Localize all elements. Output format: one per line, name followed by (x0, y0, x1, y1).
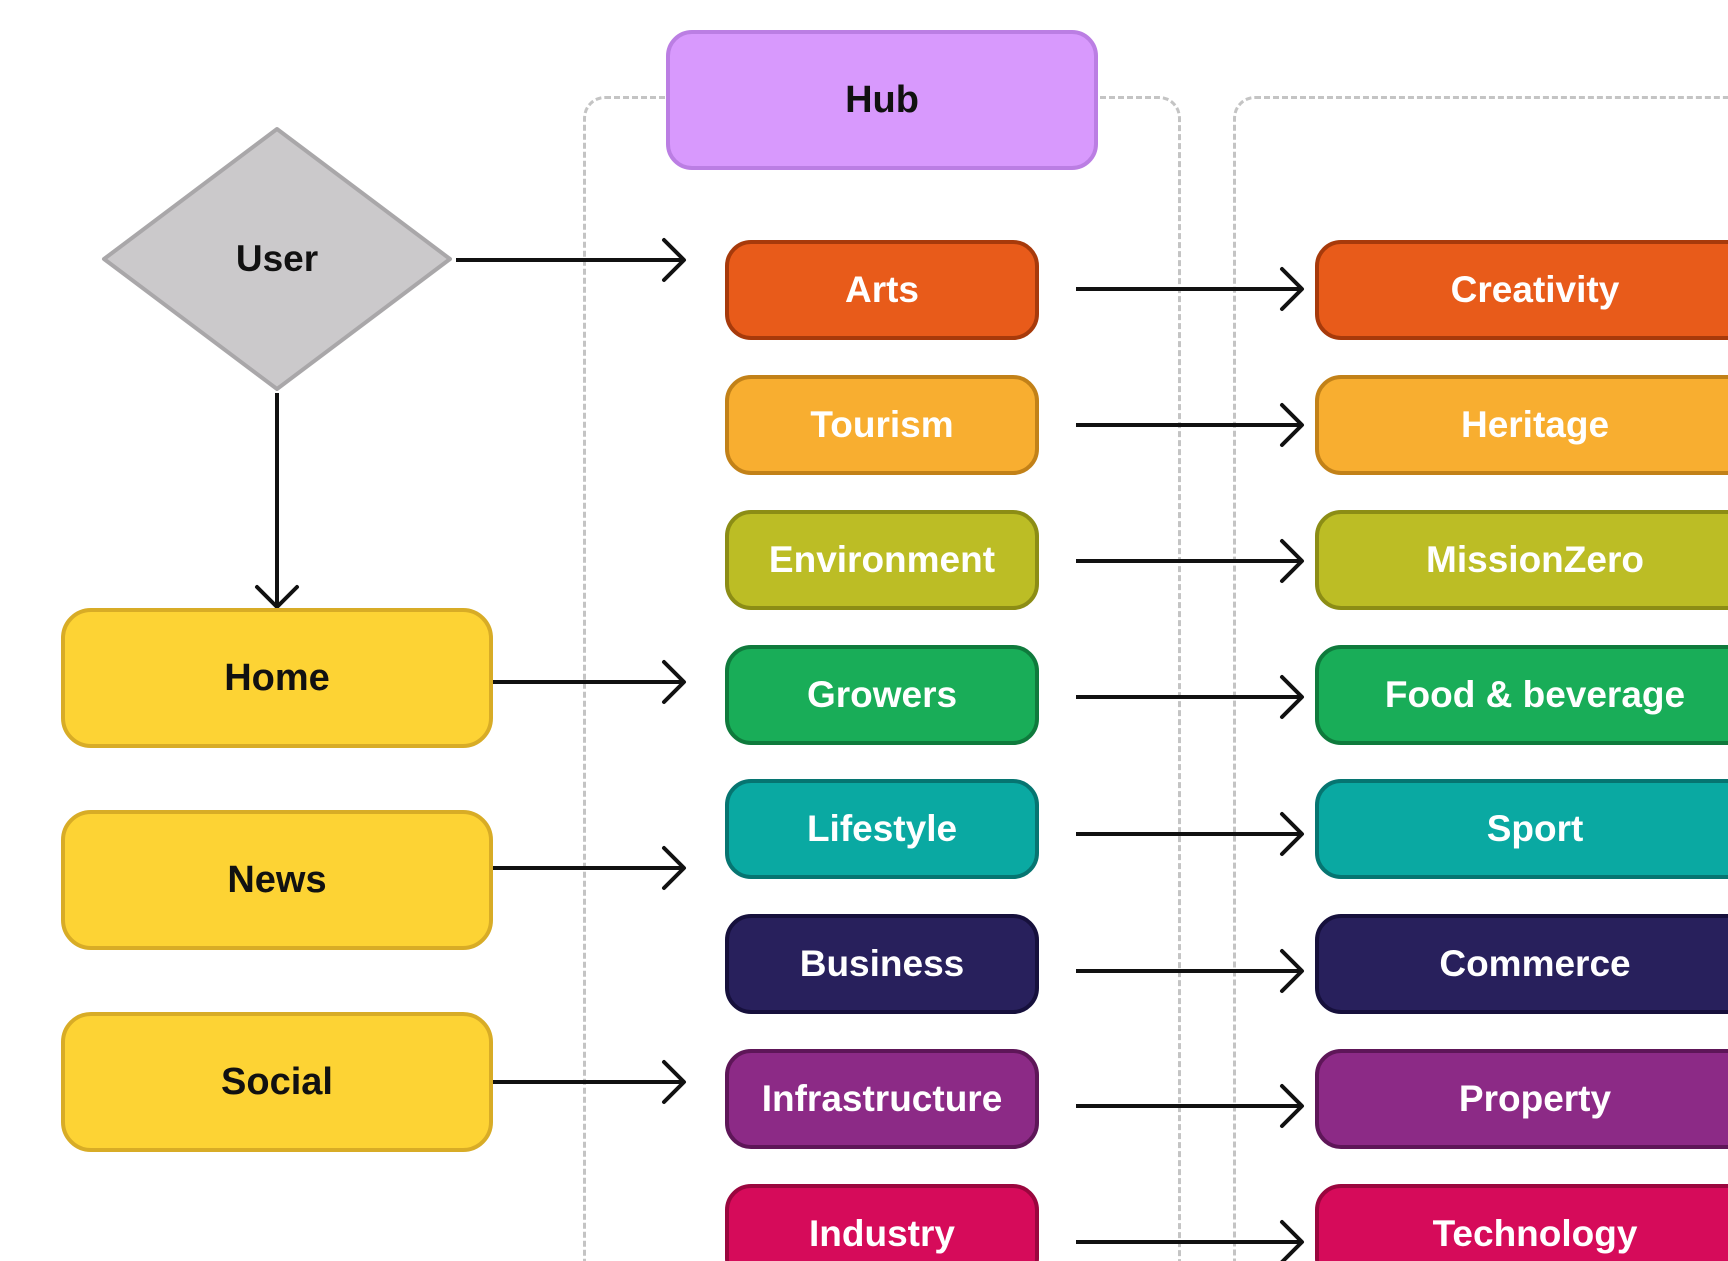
home-label: Home (224, 656, 330, 699)
topic-node-property: Property (1315, 1049, 1728, 1149)
edge-category-to-topic-4-arrowhead (1280, 812, 1304, 856)
edge-category-to-topic-3-arrowhead (1280, 675, 1304, 719)
topic-node-missionzero: MissionZero (1315, 510, 1728, 610)
topic-label: Food & beverage (1384, 674, 1686, 715)
topic-node-creativity: Creativity (1315, 240, 1728, 340)
topic-node-technology: Technology (1315, 1184, 1728, 1261)
category-node-tourism: Tourism (725, 375, 1039, 475)
edge-category-to-topic-6-arrowhead (1280, 1084, 1304, 1128)
edge-home-to-hub-arrowhead (662, 660, 686, 704)
news-label: News (227, 858, 327, 901)
category-label: Growers (806, 674, 958, 715)
category-label: Environment (768, 539, 996, 580)
category-node-environment: Environment (725, 510, 1039, 610)
topic-node-sport: Sport (1315, 779, 1728, 879)
category-label: Infrastructure (761, 1078, 1003, 1119)
edge-category-to-topic-2-arrowhead (1280, 539, 1304, 583)
category-label: Arts (844, 269, 920, 310)
topic-label: Commerce (1439, 943, 1631, 984)
hub-label: Hub (845, 78, 919, 121)
topic-label: Technology (1432, 1213, 1638, 1254)
news-node: News (61, 810, 493, 950)
category-node-growers: Growers (725, 645, 1039, 745)
topic-label: Sport (1486, 808, 1584, 849)
edge-category-to-topic-1-arrowhead (1280, 403, 1304, 447)
topic-label: Property (1458, 1078, 1612, 1119)
user-label: User (235, 238, 319, 279)
category-node-business: Business (725, 914, 1039, 1014)
category-label: Industry (809, 1213, 955, 1254)
edge-category-to-topic-7-arrowhead (1280, 1220, 1304, 1261)
topics-group-container (1233, 96, 1728, 1261)
category-label: Lifestyle (806, 808, 958, 849)
edge-category-to-topic-5-arrowhead (1280, 949, 1304, 993)
edge-news-to-hub-arrowhead (662, 846, 686, 890)
user-decision-node: User (100, 125, 454, 393)
edge-user-to-home-arrowhead (255, 585, 299, 609)
topic-node-food-beverage: Food & beverage (1315, 645, 1728, 745)
user-diamond-shape (102, 127, 452, 391)
home-node: Home (61, 608, 493, 748)
topic-label: MissionZero (1426, 539, 1644, 580)
edge-social-to-hub-arrowhead (662, 1060, 686, 1104)
social-node: Social (61, 1012, 493, 1152)
category-node-lifestyle: Lifestyle (725, 779, 1039, 879)
social-label: Social (221, 1060, 333, 1103)
topic-node-commerce: Commerce (1315, 914, 1728, 1014)
topic-label: Creativity (1450, 269, 1620, 310)
category-node-industry: Industry (725, 1184, 1039, 1261)
hub-node: Hub (666, 30, 1098, 170)
category-label: Business (799, 943, 965, 984)
category-label: Tourism (810, 404, 954, 445)
topic-label: Heritage (1460, 404, 1610, 445)
category-node-arts: Arts (725, 240, 1039, 340)
topic-node-heritage: Heritage (1315, 375, 1728, 475)
category-node-infrastructure: Infrastructure (725, 1049, 1039, 1149)
edge-user-to-hub-arrowhead (662, 238, 686, 282)
edge-category-to-topic-0-arrowhead (1280, 267, 1304, 311)
